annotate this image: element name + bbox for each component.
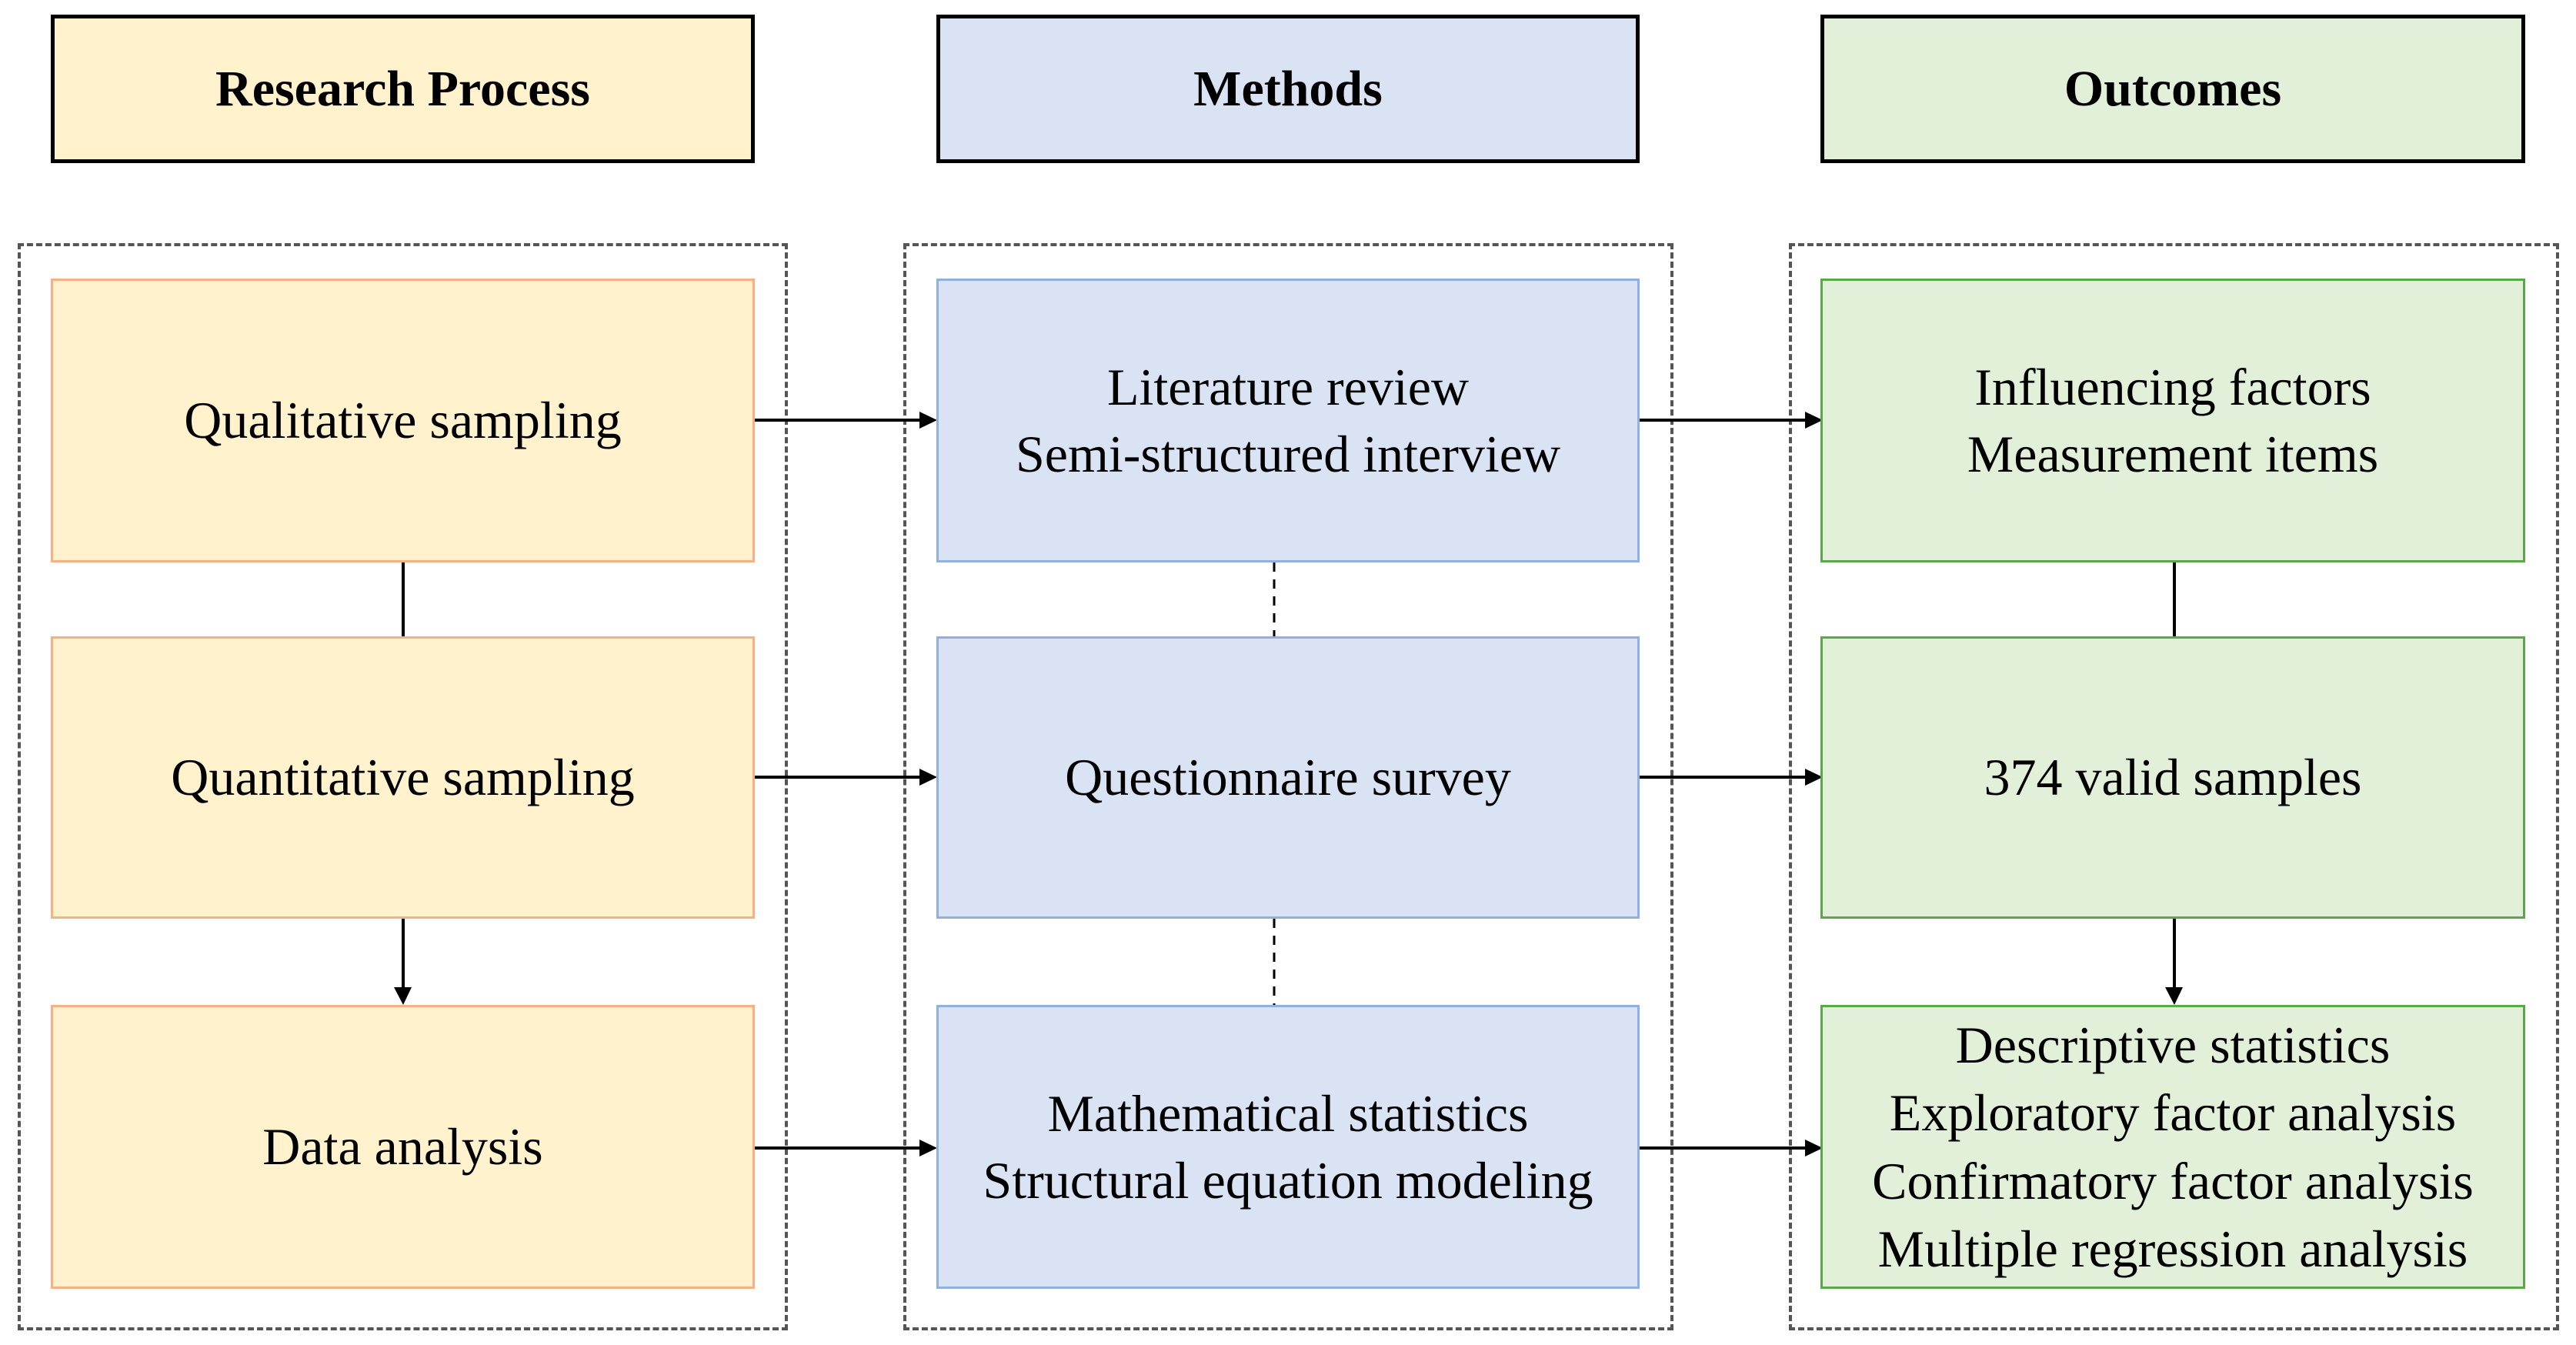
- research-process-header-label: Research Process: [215, 60, 590, 117]
- arrowhead-row1-to-outcome: [1805, 412, 1823, 429]
- literature-review-box: Literature review Semi-structured interv…: [936, 279, 1640, 562]
- arrowhead-row3-to-method: [919, 1140, 937, 1156]
- arrowhead-row2-to-method: [919, 769, 937, 786]
- confirmatory-factor-analysis-text: Confirmatory factor analysis: [1872, 1151, 2474, 1210]
- multiple-regression-analysis-text: Multiple regression analysis: [1877, 1219, 2468, 1278]
- research-process-group: [18, 243, 788, 1330]
- research-process-header: Research Process: [51, 15, 755, 163]
- measurement-items-text: Measurement items: [1967, 424, 2379, 483]
- questionnaire-survey-box: Questionnaire survey: [936, 636, 1640, 919]
- data-analysis-box: Data analysis: [51, 1005, 755, 1289]
- descriptive-statistics-text: Descriptive statistics: [1955, 1015, 2391, 1074]
- methods-group: [903, 243, 1673, 1330]
- arrowhead-outcome-2-3: [2165, 987, 2183, 1005]
- mathematical-statistics-text: Mathematical statistics: [1047, 1084, 1529, 1143]
- statistics-modeling-box: Mathematical statistics Structural equat…: [936, 1005, 1640, 1289]
- influencing-factors-text: Influencing factors: [1974, 358, 2371, 417]
- data-analysis-text: Data analysis: [262, 1117, 543, 1176]
- structural-equation-modeling-text: Structural equation modeling: [983, 1150, 1593, 1210]
- quantitative-sampling-text: Quantitative sampling: [171, 748, 635, 807]
- outcomes-header-label: Outcomes: [2064, 60, 2282, 117]
- outcomes-header: Outcomes: [1820, 15, 2525, 163]
- arrowhead-row2-to-outcome: [1805, 769, 1823, 786]
- qualitative-sampling-box: Qualitative sampling: [51, 279, 755, 562]
- exploratory-factor-analysis-text: Exploratory factor analysis: [1889, 1083, 2457, 1143]
- methods-header: Methods: [936, 15, 1640, 163]
- arrowhead-process-2-3: [394, 987, 412, 1005]
- valid-samples-text: 374 valid samples: [1984, 748, 2362, 807]
- valid-samples-box: 374 valid samples: [1820, 636, 2525, 919]
- quantitative-sampling-box: Quantitative sampling: [51, 636, 755, 919]
- arrowhead-row3-to-outcome: [1805, 1140, 1823, 1156]
- outcomes-group: [1789, 243, 2559, 1330]
- methods-header-label: Methods: [1193, 60, 1383, 117]
- literature-review-text: Literature review: [1106, 358, 1470, 417]
- influencing-factors-box: Influencing factors Measurement items: [1820, 279, 2525, 562]
- semi-structured-interview-text: Semi-structured interview: [1015, 424, 1561, 483]
- questionnaire-survey-text: Questionnaire survey: [1065, 748, 1511, 807]
- arrowhead-row1-to-method: [919, 412, 937, 429]
- analysis-results-box: Descriptive statistics Exploratory facto…: [1820, 1005, 2525, 1289]
- qualitative-sampling-text: Qualitative sampling: [184, 391, 622, 450]
